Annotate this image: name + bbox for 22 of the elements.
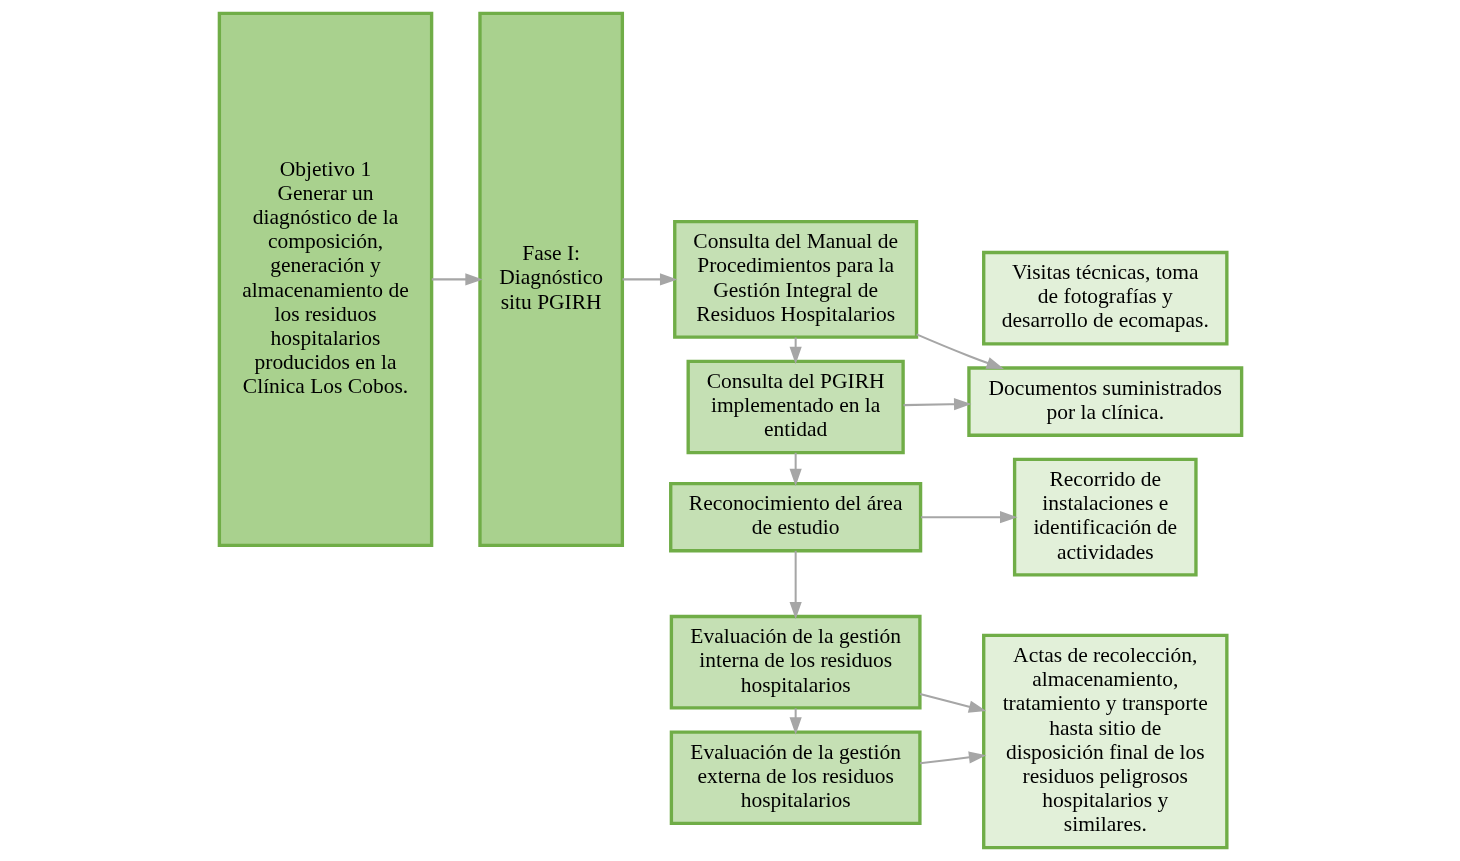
node-box: Objetivo 1 Generar un diagnóstico de la composición, generación y almacenamiento de los residuos hospitalarios producidos en la Clínica Los Cobos. bbox=[217, 11, 433, 548]
node-box: Recorrido de instalaciones e identificación de actividades bbox=[1012, 457, 1198, 577]
node-box: Visitas técnicas, toma de fotografías y desarrollo de ecomapas. bbox=[981, 250, 1229, 346]
node-box: Documentos suministrados por la clínica. bbox=[966, 366, 1243, 437]
node-box: Reconocimiento del área de estudio bbox=[668, 481, 922, 553]
arrow bbox=[789, 550, 802, 620]
arrow bbox=[919, 751, 986, 765]
arrow bbox=[919, 693, 986, 713]
arrow bbox=[789, 337, 802, 365]
node-box: Fase I: Diagnóstico situ PGIRH bbox=[477, 11, 624, 548]
node-box: Evaluación de la gestión externa de los residuos hospitalarios bbox=[669, 730, 922, 826]
node-box: Consulta del Manual de Procedimientos para la Gestión Integral de Residuos Hospitalarios bbox=[672, 219, 918, 339]
arrow bbox=[431, 273, 483, 286]
arrow bbox=[915, 333, 1004, 369]
arrow bbox=[789, 708, 802, 735]
arrow bbox=[789, 452, 802, 487]
arrow bbox=[920, 511, 1017, 524]
arrow bbox=[902, 398, 971, 411]
node-box: Actas de recolección, almacenamiento, tratamiento y transporte hasta sitio de disposición final de los residuos peligrosos hospitalarios y similares. bbox=[981, 633, 1229, 850]
arrow bbox=[621, 273, 677, 286]
node-box: Consulta del PGIRH implementado en la entidad bbox=[686, 359, 905, 455]
node-box: Evaluación de la gestión interna de los residuos hospitalarios bbox=[669, 614, 922, 710]
